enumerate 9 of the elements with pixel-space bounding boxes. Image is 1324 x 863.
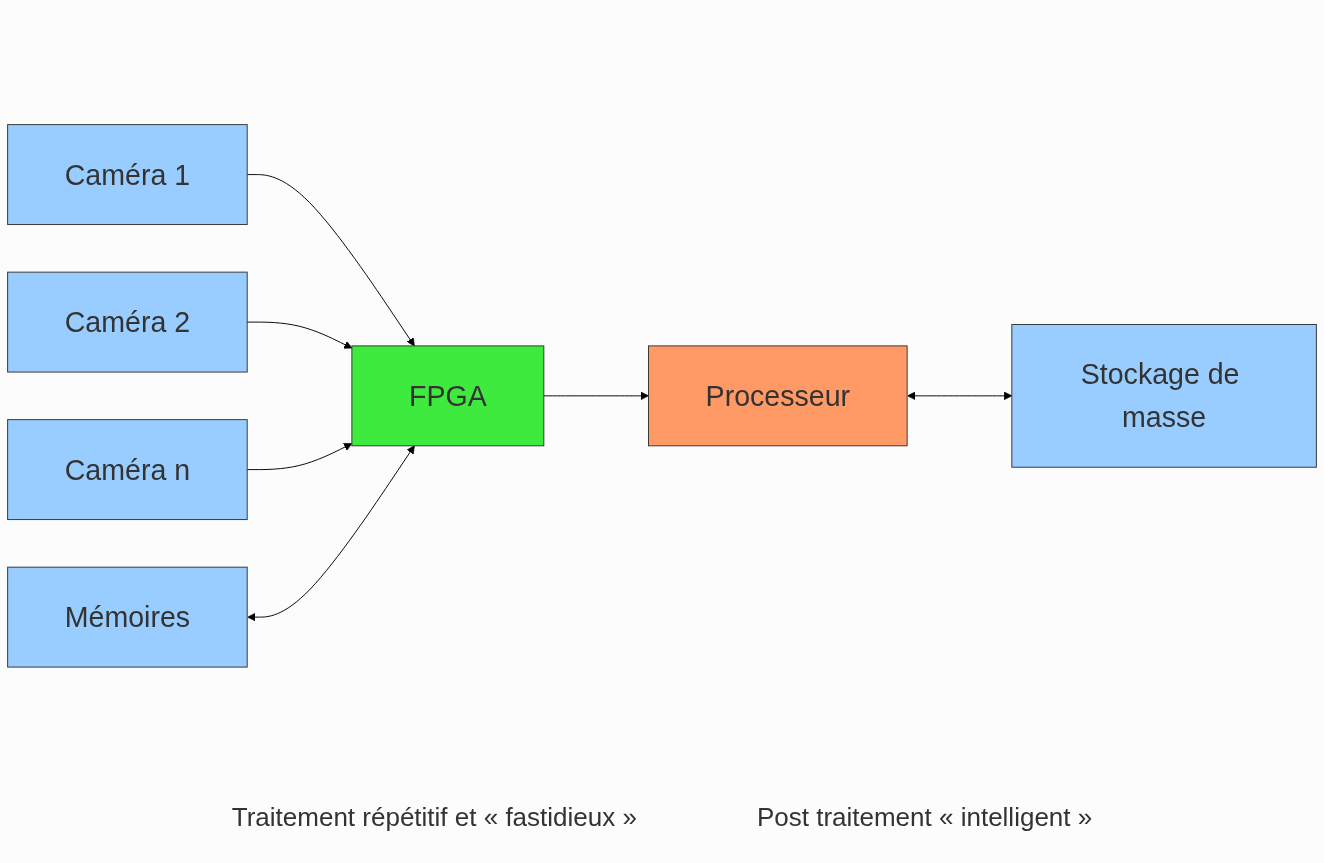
node-box: Caméra 1 [7,124,248,226]
node-box: Stockage de masse [1011,324,1317,468]
node-box: FPGA [351,345,545,447]
annotation-text: Post traitement « intelligent » [756,802,1093,833]
node-box: Caméra n [7,419,248,521]
node-box: Mémoires [7,566,248,668]
node-box: Caméra 2 [7,271,248,373]
annotation-text: Traitement répétitif et « fastidieux » [231,802,637,833]
node-box: Processeur [648,345,908,447]
